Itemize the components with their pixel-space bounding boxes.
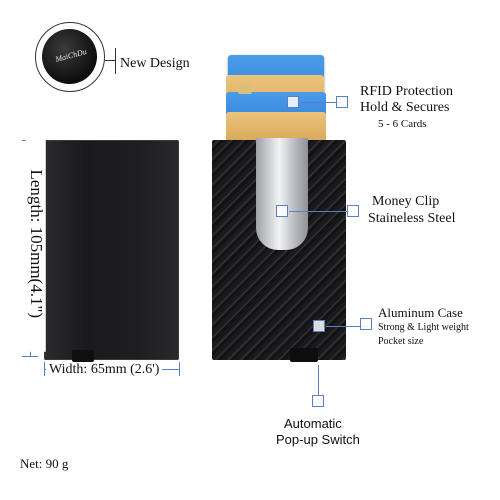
width-tick-right (179, 362, 181, 376)
card-chip (238, 84, 252, 94)
width-label: Width: 65mm (2.6') (46, 362, 163, 379)
switch-leader (318, 365, 320, 395)
case-label-line2: Strong & Light weight (378, 322, 469, 333)
card-gold-2 (226, 112, 326, 142)
closed-wallet-switch (72, 350, 94, 362)
case-marker-end (360, 318, 372, 330)
length-tick-bottom (22, 356, 38, 358)
open-wallet-switch (290, 348, 318, 362)
clip-marker (276, 205, 288, 217)
length-label: Length: 105mm(4.1") (26, 135, 46, 352)
clip-marker-end (347, 205, 359, 217)
logo-disc (42, 29, 97, 84)
case-label-line3: Pocket size (378, 336, 424, 347)
case-marker (313, 320, 325, 332)
rfid-marker (287, 96, 299, 108)
clip-label-line1: Money Clip (372, 194, 440, 209)
case-leader (326, 326, 366, 328)
rfid-label-line2: Hold & Secures (360, 100, 450, 115)
case-label-line1: Aluminum Case (378, 305, 463, 320)
net-weight: Net: 90 g (20, 456, 69, 471)
clip-label-line2: Staineless Steel (368, 211, 456, 226)
rfid-label-line3: 5 - 6 Cards (378, 118, 427, 130)
logo-circle: MaiChDu (35, 22, 105, 92)
new-design-label: New Design (120, 56, 190, 71)
rfid-marker-end (336, 96, 348, 108)
switch-marker (312, 395, 324, 407)
clip-leader (289, 211, 347, 213)
money-clip (256, 138, 308, 250)
rfid-label-line1: RFID Protection (360, 84, 453, 99)
switch-label-line2: Pop-up Switch (276, 432, 360, 447)
switch-label-line1: Automatic (284, 416, 342, 431)
rfid-leader (300, 102, 342, 104)
new-design-bracket (115, 48, 117, 74)
new-design-leader (105, 60, 115, 62)
wallet-closed (44, 140, 179, 360)
